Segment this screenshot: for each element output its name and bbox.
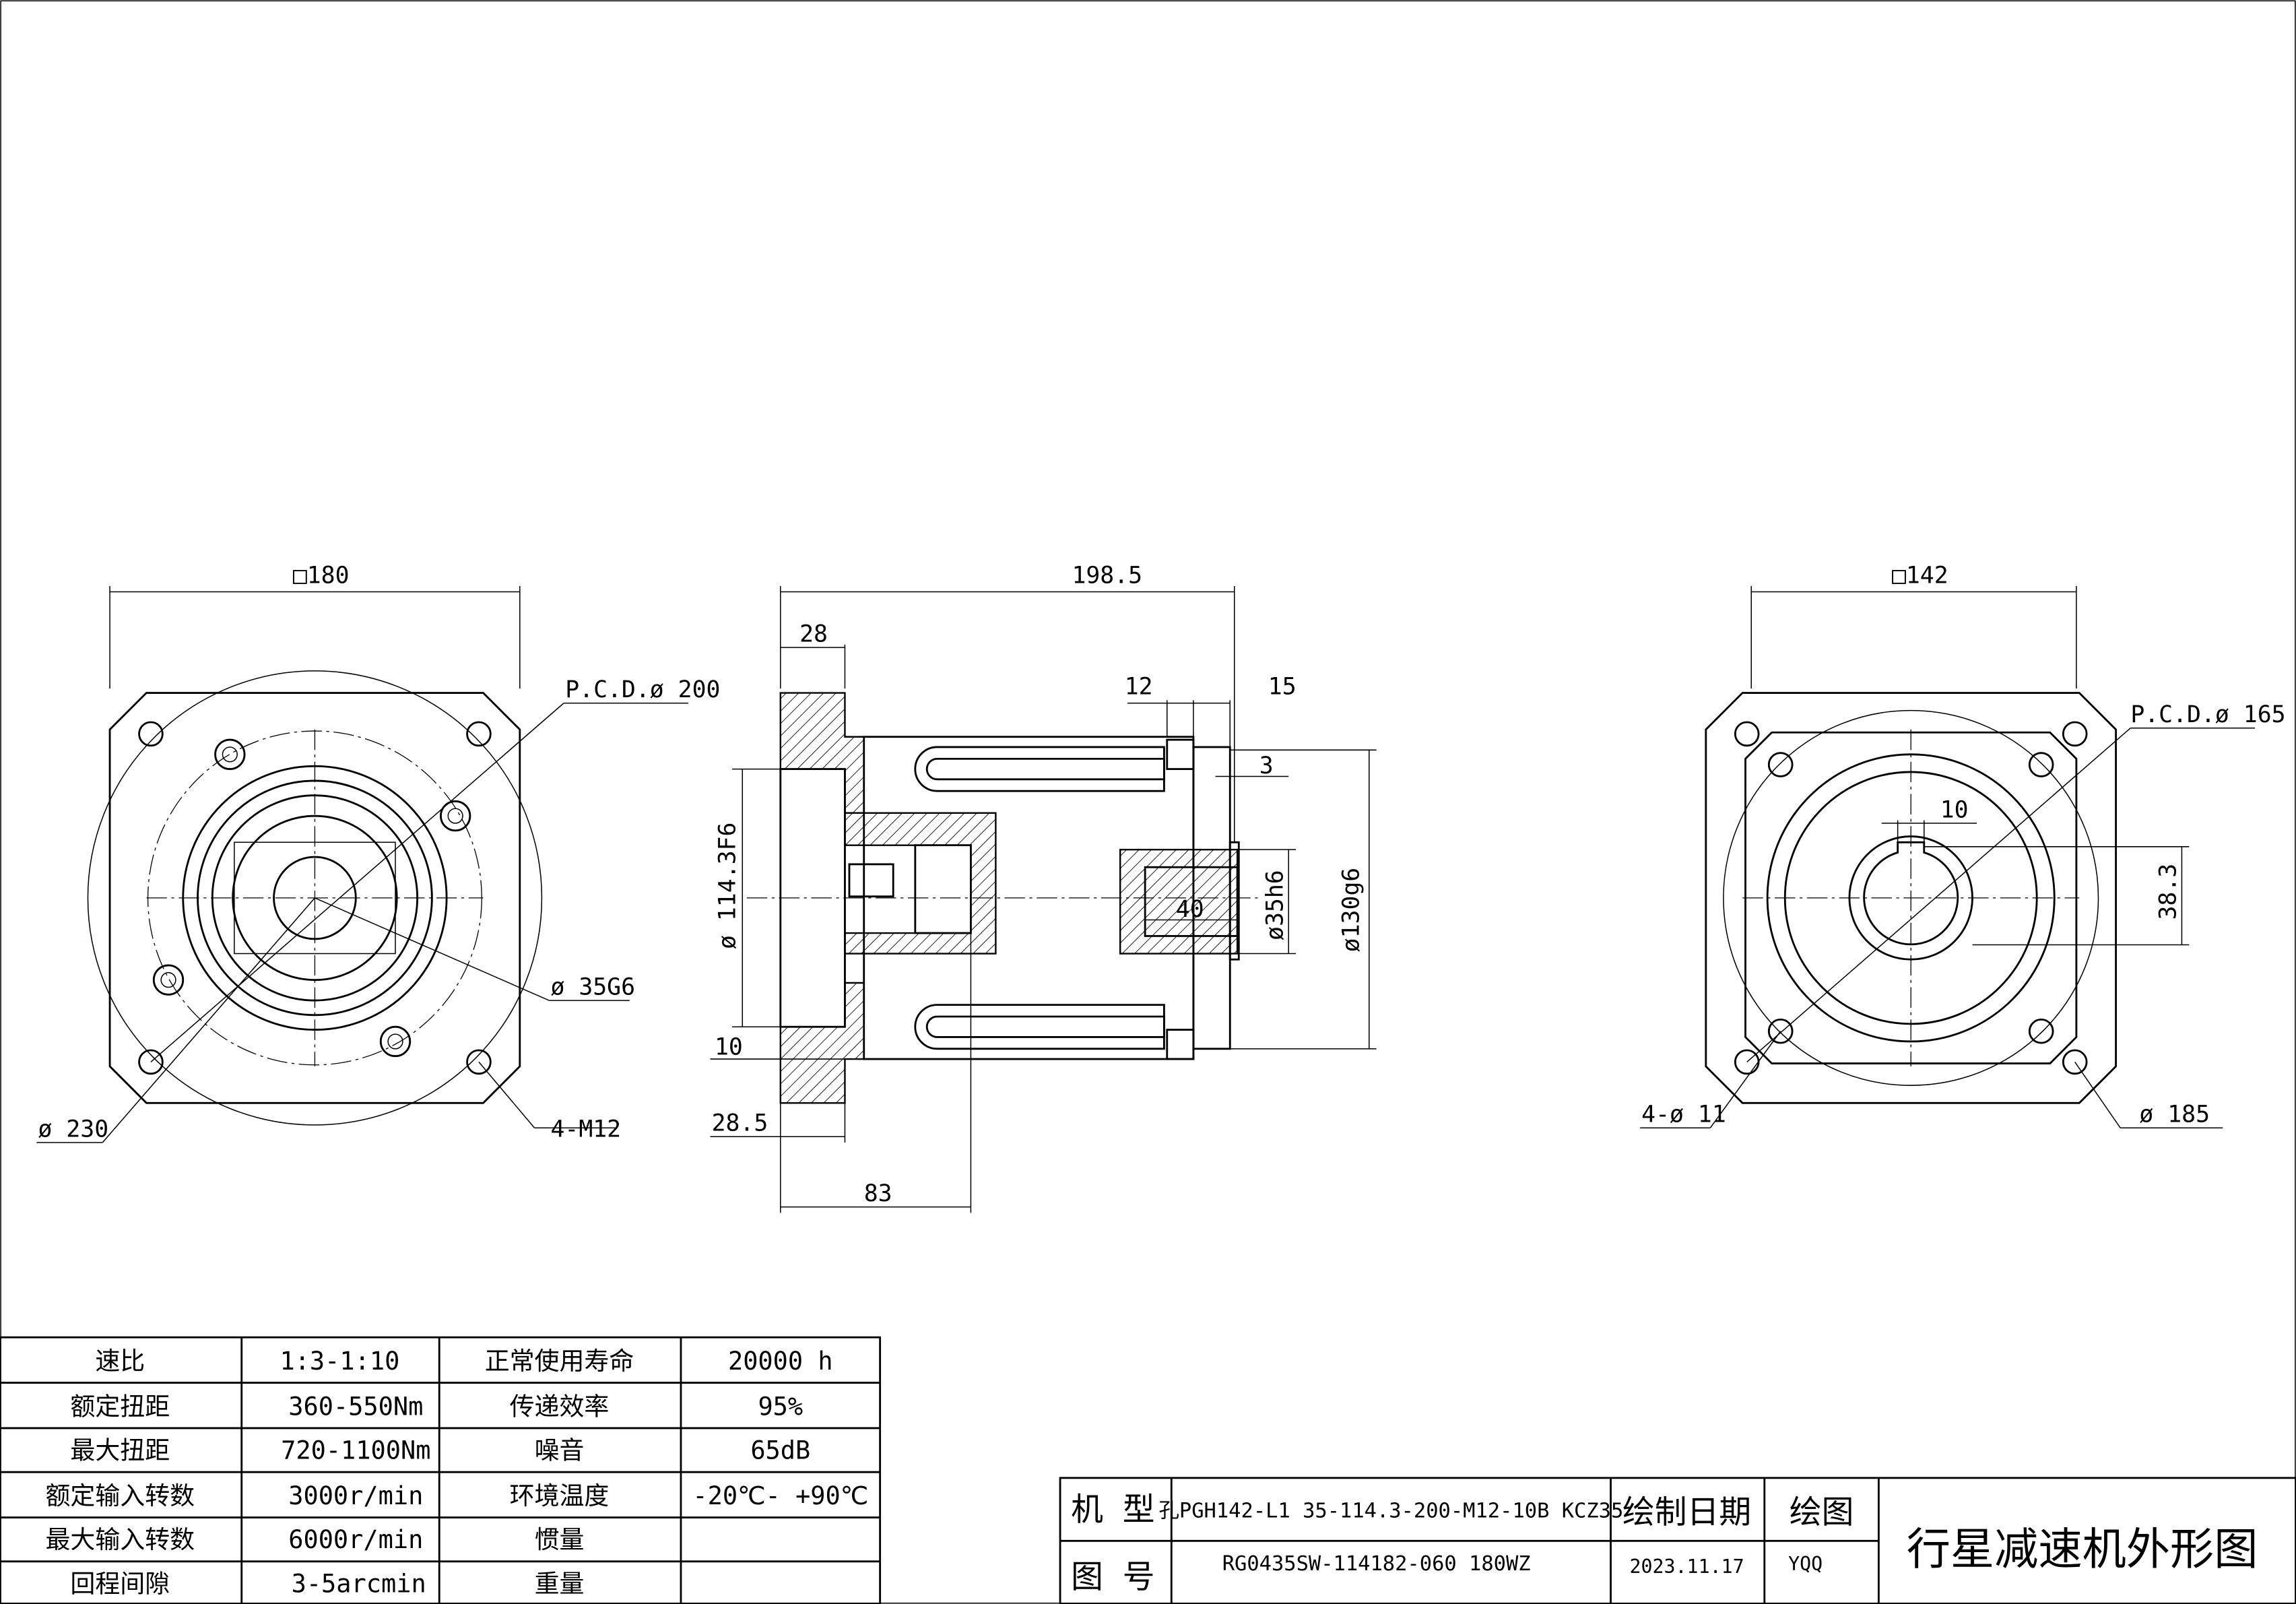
svg-text:360-550Nm: 360-550Nm (288, 1392, 423, 1421)
svg-text:65dB: 65dB (750, 1436, 810, 1465)
dim-pcd-165: P.C.D.ø 165 (2130, 701, 2285, 728)
svg-text:正常使用寿命: 正常使用寿命 (485, 1347, 634, 1376)
side-view: 198.5 28 12 15 3 ø 114.3F6 ø35h6 ø130g6 … (710, 562, 1377, 1213)
dim-3: 3 (1259, 752, 1274, 779)
svg-text:3-5arcmin: 3-5arcmin (292, 1569, 426, 1598)
svg-text:额定扭距: 额定扭距 (70, 1392, 170, 1421)
dim-flange-28: 28 (799, 620, 828, 647)
spec-row: 最大输入转数 6000r/min 惯量 (45, 1525, 584, 1554)
dim-15: 15 (1268, 674, 1297, 701)
drawer-value: YQQ (1788, 1553, 1823, 1575)
dim-outer-230: ø 230 (38, 1116, 109, 1143)
model-value: 孔PGH142-L1 35-114.3-200-M12-10B KCZ35 (1159, 1500, 1624, 1523)
svg-text:3000r/min: 3000r/min (288, 1481, 423, 1510)
date-label: 绘制日期 (1622, 1494, 1751, 1531)
dim-key-10: 10 (1940, 796, 1969, 823)
front-view: □180 P.C.D.ø 200 ø 35G6 ø 230 4-M12 (36, 562, 720, 1143)
spec-row: 速比 1:3-1:10 正常使用寿命 20000 h (95, 1347, 832, 1376)
drawing-title: 行星减速机外形图 (1907, 1524, 2258, 1575)
drawing-no-label: 图 号 (1071, 1559, 1154, 1596)
svg-text:最大输入转数: 最大输入转数 (45, 1525, 195, 1554)
dim-key-40: 40 (1176, 896, 1204, 923)
svg-text:720-1100Nm: 720-1100Nm (281, 1436, 430, 1465)
dim-pilot: ø 114.3F6 (714, 823, 741, 949)
model-label: 机 型 (1071, 1491, 1154, 1529)
dim-length: 198.5 (1072, 562, 1142, 589)
dim-square-142: □142 (1892, 562, 1948, 589)
svg-text:回程间隙: 回程间隙 (70, 1569, 170, 1598)
svg-text:惯量: 惯量 (535, 1525, 585, 1554)
dim-28-5: 28.5 (712, 1110, 768, 1137)
dim-square-180: □180 (293, 562, 350, 589)
dim-body: ø130g6 (1338, 868, 1365, 953)
svg-text:环境温度: 环境温度 (510, 1481, 610, 1510)
svg-text:噪音: 噪音 (535, 1436, 585, 1465)
dim-holes: 4-ø 11 (1641, 1101, 1726, 1128)
svg-text:速比: 速比 (95, 1347, 145, 1376)
spec-row: 回程间隙 3-5arcmin 重量 (70, 1569, 584, 1598)
svg-text:最大扭距: 最大扭距 (70, 1436, 170, 1465)
title-block: 机 型 孔PGH142-L1 35-114.3-200-M12-10B KCZ3… (1059, 1477, 2296, 1604)
spec-row: 额定输入转数 3000r/min 环境温度 -20℃- +90℃ (45, 1481, 868, 1510)
rear-view: □142 P.C.D.ø 165 10 38.3 4-ø 11 ø 185 (1640, 562, 2286, 1128)
drawing-no-value: RG0435SW-114182-060 180WZ (1222, 1552, 1531, 1576)
svg-text:20000 h: 20000 h (728, 1347, 833, 1376)
svg-text:6000r/min: 6000r/min (288, 1525, 423, 1554)
spec-row: 最大扭距 720-1100Nm 噪音 65dB (70, 1436, 810, 1465)
svg-text:额定输入转数: 额定输入转数 (45, 1481, 195, 1510)
spec-row: 额定扭距 360-550Nm 传递效率 95% (70, 1392, 803, 1421)
dim-pcd-200: P.C.D.ø 200 (565, 676, 720, 703)
svg-text:重量: 重量 (535, 1569, 585, 1598)
svg-text:1:3-1:10: 1:3-1:10 (280, 1347, 399, 1376)
dim-12: 12 (1125, 674, 1153, 701)
bolt-holes (138, 721, 492, 1075)
dim-bolts-m12: 4-M12 (550, 1116, 621, 1143)
svg-text:传递效率: 传递效率 (510, 1392, 610, 1421)
dim-shaft: ø35h6 (1262, 870, 1289, 940)
spec-table: 速比 1:3-1:10 正常使用寿命 20000 h 额定扭距 360-550Nm 传递效… (0, 1336, 882, 1604)
dim-83: 83 (864, 1180, 892, 1207)
drawer-label: 绘图 (1790, 1494, 1854, 1531)
dim-10: 10 (715, 1034, 743, 1061)
date-value: 2023.11.17 (1630, 1555, 1744, 1578)
dim-outer-185: ø 185 (2139, 1101, 2210, 1128)
svg-text:-20℃- +90℃: -20℃- +90℃ (692, 1481, 868, 1510)
dim-key-height: 38.3 (2155, 864, 2182, 920)
svg-text:95%: 95% (758, 1392, 803, 1421)
dim-bore-35: ø 35G6 (550, 973, 635, 1000)
